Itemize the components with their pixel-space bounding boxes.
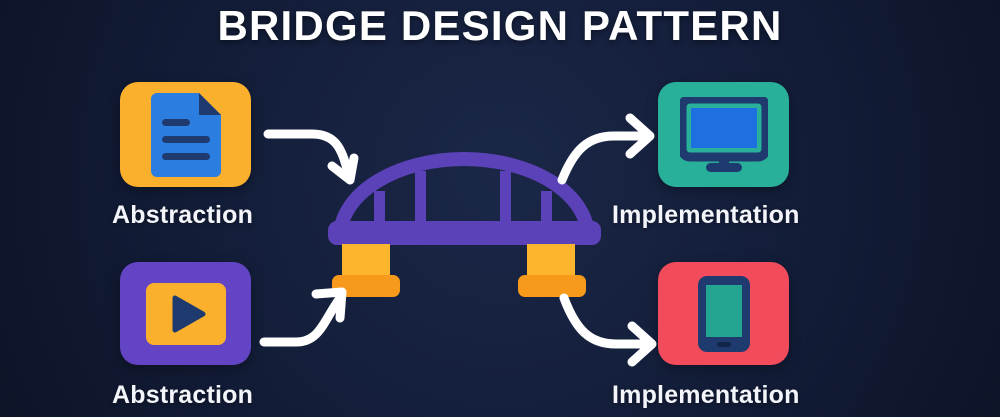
desktop-monitor-icon xyxy=(658,82,789,187)
arrow-bridge-to-implementation-top xyxy=(557,113,655,185)
bridge-strut xyxy=(415,171,426,239)
label-implementation-bottom: Implementation xyxy=(612,381,800,409)
smartphone-icon xyxy=(658,262,789,365)
video-play-icon xyxy=(120,262,251,365)
document-icon xyxy=(120,82,251,187)
label-abstraction-bottom: Abstraction xyxy=(112,381,254,409)
bridge-illustration xyxy=(328,152,601,297)
node-implementation-bottom[interactable] xyxy=(658,262,789,365)
page-title: BRIDGE DESIGN PATTERN xyxy=(217,2,783,49)
bridge-strut xyxy=(500,171,511,239)
desktop-monitor-icon-glyph xyxy=(679,96,768,172)
arrow-bridge-to-implementation-bottom xyxy=(559,293,657,367)
node-implementation-top[interactable] xyxy=(658,82,789,187)
bridge-strut xyxy=(374,191,385,239)
label-abstraction-top: Abstraction xyxy=(112,201,254,229)
bridge-pillar-left-base xyxy=(332,275,400,297)
arrow-abstraction-to-bridge-bottom xyxy=(259,287,347,347)
bridge-arch xyxy=(333,152,595,244)
bridge-strut xyxy=(541,191,552,239)
bridge-pillar-right-base xyxy=(518,275,586,297)
arrow-abstraction-to-bridge-top xyxy=(263,129,359,185)
node-abstraction-top[interactable] xyxy=(120,82,251,187)
video-play-icon-glyph xyxy=(145,282,226,345)
bridge-deck xyxy=(328,221,601,245)
smartphone-icon-glyph xyxy=(697,275,750,352)
document-icon-glyph xyxy=(150,92,221,177)
node-abstraction-bottom[interactable] xyxy=(120,262,251,365)
label-implementation-top: Implementation xyxy=(612,201,800,229)
